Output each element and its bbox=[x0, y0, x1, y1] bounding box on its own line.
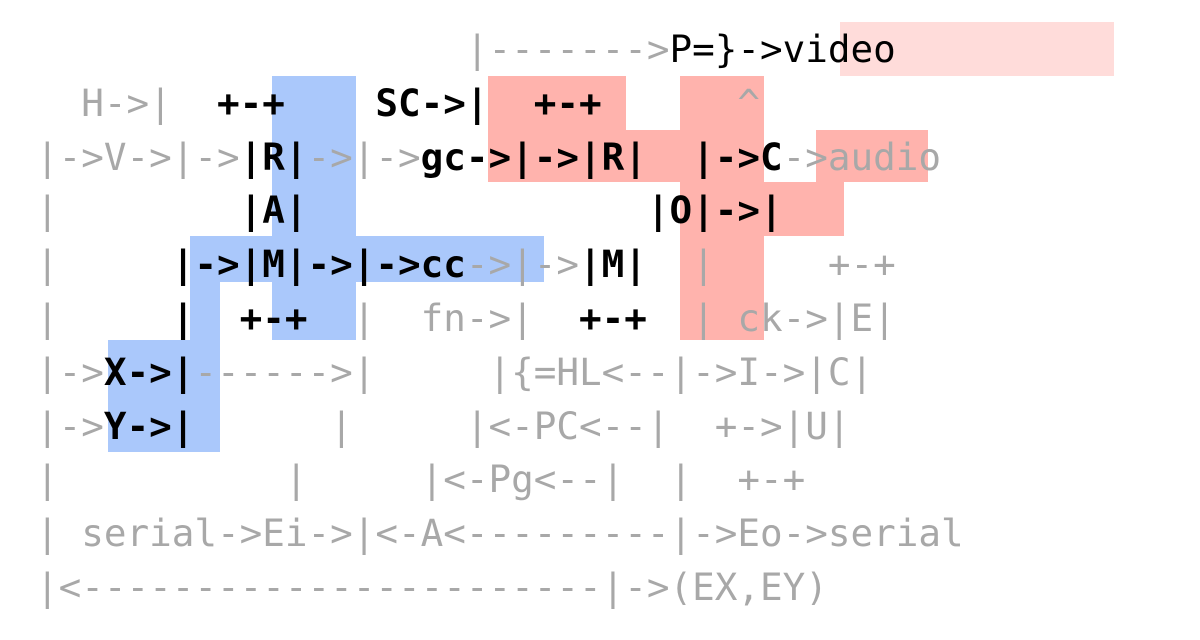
video-output-highlight bbox=[840, 22, 1114, 76]
connector-text: H->| bbox=[36, 80, 217, 125]
connector-text bbox=[489, 81, 534, 125]
video-block-label: |->C bbox=[692, 134, 783, 179]
video-block-label: gc->|->|R| bbox=[420, 134, 647, 179]
connector-text: |->V->|-> bbox=[36, 134, 240, 179]
diagram-line-4: | |A| |O|->| bbox=[36, 183, 783, 237]
diagram-line-2: H->| +-+ SC->| +-+ ^ bbox=[36, 76, 760, 130]
ram-highlight bbox=[272, 76, 356, 340]
cpu-block-label: |R| bbox=[239, 134, 308, 179]
video-block-label: +-+ bbox=[579, 296, 647, 340]
video-block-label: |O|->| bbox=[646, 188, 783, 233]
diagram-line-9: | | |<-Pg<--| | +-+ bbox=[36, 452, 805, 506]
cpu-block-label: +-+ bbox=[239, 296, 308, 340]
diagram-line-7: |->X->|------>| |{=HL<--|->I->|C| bbox=[36, 345, 873, 399]
connector-text: |-> bbox=[36, 403, 104, 448]
gc-bus-highlight bbox=[488, 130, 764, 182]
rom-out-riser-highlight bbox=[816, 130, 844, 236]
connector-text: | serial->Ei->|<-A<---------|->Eo->seria… bbox=[36, 511, 964, 556]
connector-text bbox=[285, 81, 376, 125]
diagram-line-3: |->V->|->|R|->|->gc->|->|R| |->C->audio bbox=[36, 130, 941, 184]
diagram-line-5: | |->|M|->|->cc->|->|M| | +-+ bbox=[36, 237, 896, 291]
cpu-left-stub-highlight bbox=[190, 236, 220, 340]
connector-text: | | |<-Pg<--| | +-+ bbox=[36, 457, 806, 502]
connector-text: |<-----------------------|->(EX,EY) bbox=[36, 565, 828, 609]
video-block-label: SC->| bbox=[375, 80, 489, 125]
cpu-block-label: | bbox=[171, 296, 195, 340]
diagram-line-8: |->Y->| | |<-PC<--| +->|U| bbox=[36, 399, 850, 453]
connector-text: | |<-PC<--| +->|U| bbox=[194, 403, 851, 448]
cpu-block-label: +-+ bbox=[217, 80, 285, 125]
connector-text: | ck->|E| bbox=[646, 296, 896, 340]
connector-text: ->|-> bbox=[307, 134, 421, 179]
cpu-block-label: Y->| bbox=[103, 403, 195, 448]
connector-text: ------>| |{=HL<--|->I->|C| bbox=[194, 349, 874, 394]
diagram-line-6: | | +-+ | fn->| +-+ | ck->|E| bbox=[36, 291, 896, 345]
cpu-block-label: X->| bbox=[103, 349, 195, 394]
connector-text bbox=[647, 135, 692, 179]
cpu-block-label: |->|M|->|->cc bbox=[171, 242, 466, 287]
connector-text: | bbox=[36, 188, 240, 233]
connector-text: |-------> bbox=[36, 27, 670, 71]
diagram-line-1: |------->P=}->video bbox=[36, 22, 896, 76]
connector-text bbox=[308, 188, 647, 232]
video-block-label: +-+ bbox=[533, 80, 602, 125]
connector-text: |-> bbox=[36, 349, 104, 394]
video-block-label: |M| bbox=[579, 242, 647, 287]
connector-text: | bbox=[36, 296, 172, 340]
xy-input-highlight bbox=[108, 340, 220, 452]
diagram-line-10: | serial->Ei->|<-A<---------|->Eo->seria… bbox=[36, 506, 964, 560]
cpu-block-label: |A| bbox=[239, 188, 308, 233]
connector-text: | +-+ bbox=[646, 242, 896, 287]
diagram-line-11: |<-----------------------|->(EX,EY) bbox=[36, 560, 828, 614]
connector-text: | bbox=[36, 242, 172, 287]
connector-text: ->audio bbox=[782, 134, 941, 179]
connector-text: ^ bbox=[601, 80, 760, 125]
video-output-label: P=}->video bbox=[669, 27, 896, 71]
connector-text bbox=[194, 296, 239, 340]
connector-text: ->|-> bbox=[465, 242, 579, 287]
connector-text: | fn->| bbox=[307, 296, 579, 340]
cpu-bus-highlight bbox=[190, 236, 544, 282]
